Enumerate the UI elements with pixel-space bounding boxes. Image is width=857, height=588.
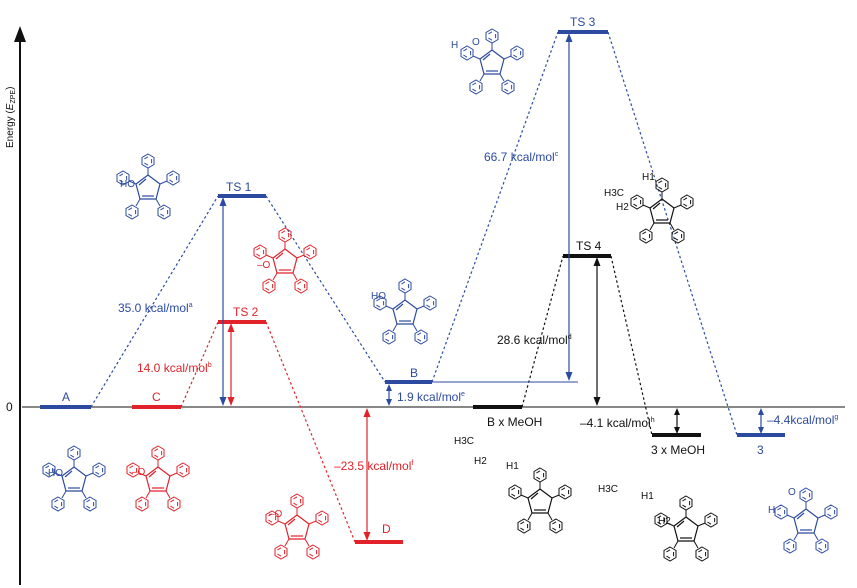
- svg-text:–O: –O: [269, 509, 283, 520]
- label-A: A: [62, 390, 70, 404]
- structure-TS2: –O: [254, 228, 316, 293]
- arrowhead-14-bottom: [227, 397, 235, 406]
- svg-text:O: O: [472, 37, 480, 48]
- structure-BxMeOH: H3C H2 H1: [454, 436, 571, 533]
- path-BxMeOH-TS4: [521, 255, 564, 408]
- energy-28-6: 28.6 kcal/mold: [497, 333, 572, 347]
- arrowhead-4-1-top: [674, 408, 680, 415]
- svg-text:H1: H1: [641, 491, 654, 502]
- label-D: D: [382, 522, 391, 536]
- label-TS4: TS 4: [576, 239, 602, 253]
- svg-text:H2: H2: [474, 456, 487, 467]
- label-BxMeOH: B x MeOH: [487, 415, 542, 429]
- arrowhead-28-6-bottom: [593, 397, 601, 406]
- arrowhead-4-4-bottom: [758, 427, 764, 434]
- arrowhead-4-1-bottom: [674, 427, 680, 434]
- label-C: C: [152, 390, 161, 404]
- label-B: B: [410, 366, 418, 380]
- structure-B: HO: [371, 279, 436, 344]
- arrowhead-35-top: [219, 197, 227, 206]
- svg-text:HO: HO: [48, 468, 63, 479]
- structure-TS3: H O: [451, 29, 523, 94]
- label-TS2: TS 2: [233, 305, 259, 319]
- svg-text:H: H: [451, 40, 458, 51]
- svg-text:H1: H1: [642, 172, 655, 183]
- energy-14: 14.0 kcal/molb: [137, 361, 212, 375]
- y-axis-label: Energy (EZPE): [5, 87, 17, 148]
- svg-text:H3C: H3C: [604, 188, 624, 199]
- svg-text:H2: H2: [616, 202, 629, 213]
- label-TS1: TS 1: [226, 180, 252, 194]
- energy-4-1: –4.1 kcal/molh: [580, 416, 655, 430]
- energy-35: 35.0 kcal/mola: [118, 301, 193, 315]
- path-C-TS2: [180, 321, 219, 408]
- svg-text:H1: H1: [506, 461, 519, 472]
- path-B-TS3: [431, 31, 559, 383]
- structure-3: O H: [768, 487, 837, 553]
- arrowhead-14-top: [227, 323, 235, 332]
- arrowhead-23-5-bottom: [363, 532, 371, 541]
- svg-text:HO: HO: [120, 179, 135, 190]
- arrowhead-35-bottom: [219, 397, 227, 406]
- svg-text:H3C: H3C: [598, 484, 618, 495]
- label-3xMeOH: 3 x MeOH: [651, 443, 705, 457]
- arrowhead-66-7-bottom: [565, 372, 573, 381]
- svg-text:H: H: [768, 505, 775, 516]
- structure-TS1: HO: [117, 154, 179, 219]
- energy-66-7: 66.7 kcal/molc: [484, 150, 559, 164]
- energy-1-9: 1.9 kcal/mole: [397, 390, 465, 404]
- label-3: 3: [757, 443, 764, 457]
- svg-text:–O: –O: [132, 467, 146, 478]
- svg-text:HO: HO: [371, 291, 386, 302]
- arrowhead-1-9-bottom: [386, 399, 392, 406]
- svg-text:O: O: [788, 487, 796, 498]
- arrowhead-1-9-top: [386, 384, 392, 391]
- zero-label: 0: [6, 400, 13, 414]
- arrowhead-66-7-top: [565, 33, 573, 42]
- svg-text:H3C: H3C: [454, 436, 474, 447]
- label-TS3: TS 3: [570, 15, 596, 29]
- path-TS1-B: [265, 195, 386, 383]
- structure-3xMeOH: H3C H1 H2: [598, 484, 717, 561]
- arrowhead-28-6-top: [593, 257, 601, 266]
- path-A-TS1: [90, 195, 219, 408]
- path-TS4-3xMeOH: [610, 255, 653, 436]
- arrowhead-4-4-top: [758, 408, 764, 415]
- structure-TS4: H3C H1 H2: [604, 172, 693, 243]
- svg-text:–O: –O: [257, 260, 271, 271]
- structure-C: –O: [127, 446, 189, 511]
- y-axis-arrow: [14, 26, 26, 42]
- structure-A: HO: [43, 446, 105, 511]
- energy-23-5: –23.5 kcal/molf: [334, 459, 413, 473]
- structure-D: –O: [266, 494, 328, 559]
- energy-4-4: –4.4kcal/molg: [767, 413, 838, 427]
- svg-text:H2: H2: [658, 516, 671, 527]
- arrowhead-23-5-top: [363, 408, 371, 417]
